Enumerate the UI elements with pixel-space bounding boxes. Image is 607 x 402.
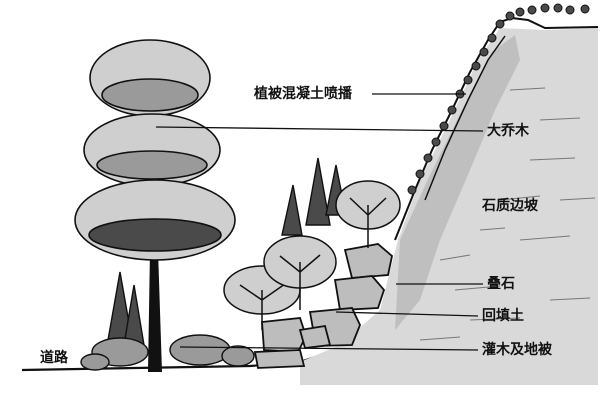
leader-large-trees bbox=[155, 126, 484, 132]
label-large-trees: 大乔木 bbox=[487, 123, 529, 139]
shrubs-groundcover bbox=[80, 334, 255, 371]
label-stacked-stones: 叠石 bbox=[487, 276, 515, 292]
leader-shrubs bbox=[179, 346, 479, 351]
label-rock-slope: 石质边坡 bbox=[482, 198, 538, 214]
rock-slope-shading bbox=[395, 35, 520, 330]
large-tree-trunk bbox=[148, 250, 162, 372]
conical-trees-slope bbox=[281, 157, 347, 236]
label-backfill-soil: 回填土 bbox=[482, 308, 524, 324]
leader-lines bbox=[155, 93, 484, 351]
label-road: 道路 bbox=[40, 350, 68, 366]
leader-backfill-soil bbox=[335, 311, 479, 317]
conical-trees-left bbox=[107, 271, 145, 346]
label-shrubs-groundcover: 灌木及地被 bbox=[482, 342, 552, 358]
vegetation-spray-strip bbox=[407, 3, 590, 195]
large-tree-canopy bbox=[74, 39, 236, 261]
small-trees-slope bbox=[223, 180, 401, 330]
stacked-stones bbox=[253, 243, 393, 369]
rock-slope-inner-edge bbox=[424, 35, 506, 201]
label-vegetation-concrete: 植被混凝土喷播 bbox=[254, 86, 352, 102]
rock-hatching bbox=[419, 87, 596, 341]
